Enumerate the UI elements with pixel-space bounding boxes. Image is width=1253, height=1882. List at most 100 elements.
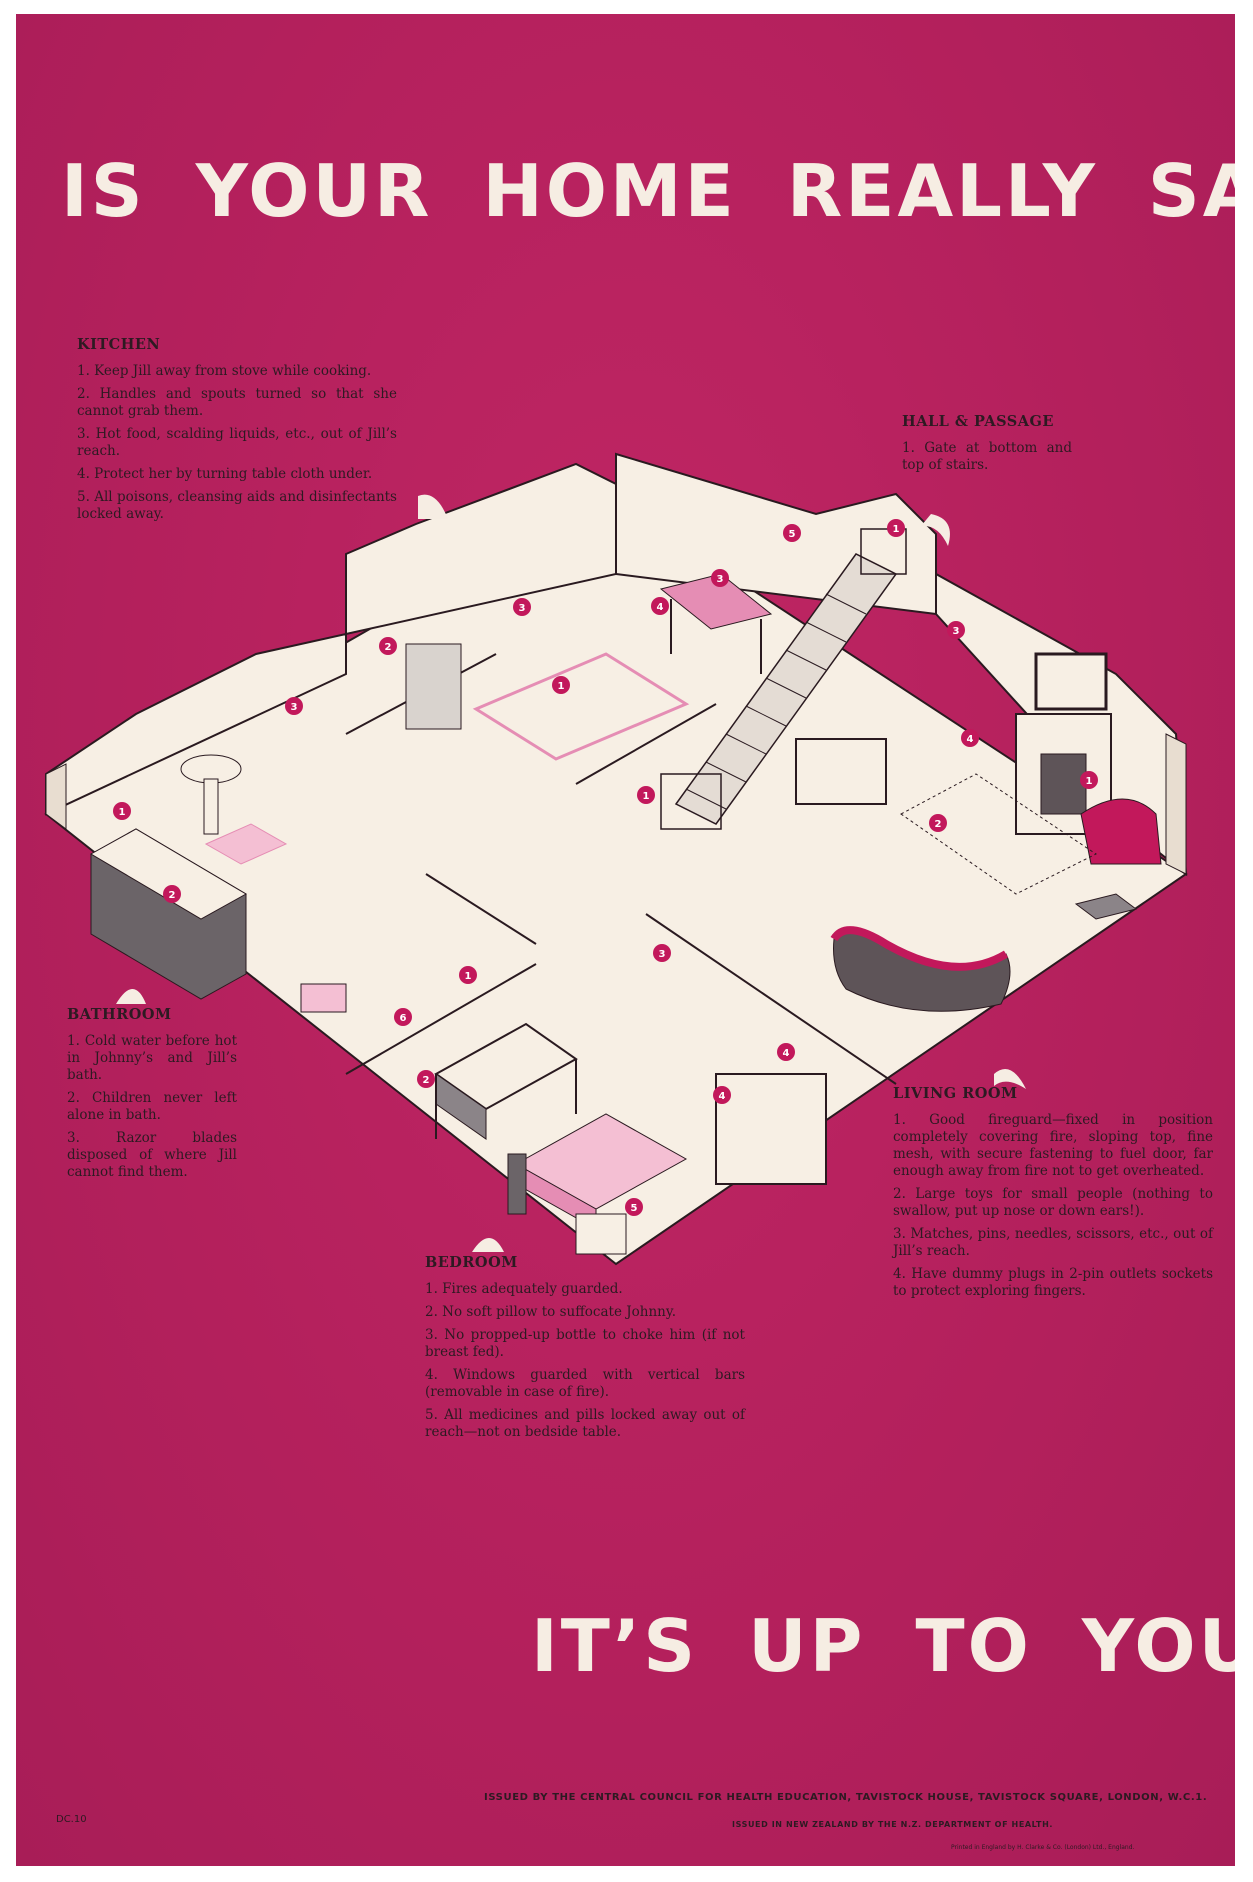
bedroom-legend: BEDROOM 1. Fires adequately guarded. 2. … xyxy=(425,1254,745,1447)
kitchen-rug xyxy=(472,652,690,761)
issued-by-text: ISSUED BY THE CENTRAL COUNCIL FOR HEALTH… xyxy=(484,1792,1208,1803)
list-item: 1. Good fireguard—fixed in position comp… xyxy=(893,1112,1213,1179)
marker: 3 xyxy=(653,944,671,962)
pointer-living xyxy=(994,1069,1026,1089)
pointer-bedroom xyxy=(472,1238,504,1252)
svg-text:4: 4 xyxy=(657,602,664,613)
bathroom-sink xyxy=(180,754,242,835)
bed xyxy=(507,1113,688,1230)
svg-text:2: 2 xyxy=(423,1075,430,1086)
marker: 1 xyxy=(1080,771,1098,789)
svg-text:1: 1 xyxy=(643,791,650,802)
list-item: 1. Fires adequately guarded. xyxy=(425,1281,623,1297)
list-item: 2. No soft pillow to suffocate Johnny. xyxy=(425,1304,676,1320)
pointer-bathroom xyxy=(116,989,146,1004)
marker: 1 xyxy=(887,519,905,537)
stool xyxy=(300,983,347,1013)
coffee-table xyxy=(1074,893,1138,920)
marker: 4 xyxy=(651,597,669,615)
svg-text:3: 3 xyxy=(953,626,960,637)
list-item: 4. Have dummy plugs in 2-pin outlets soc… xyxy=(893,1266,1213,1299)
poster: IS YOUR HOME REALLY SAFE ? xyxy=(16,14,1235,1866)
marker: 1 xyxy=(552,676,570,694)
list-item: 3. No propped-up bottle to choke him (if… xyxy=(425,1327,745,1360)
list-item: 2. Children never left alone in bath. xyxy=(67,1090,237,1123)
armchair xyxy=(1080,798,1162,865)
printer-credit: Printed in England by H. Clarke & Co. (L… xyxy=(951,1844,1135,1851)
svg-text:1: 1 xyxy=(558,681,565,692)
bedside-table xyxy=(575,1213,627,1255)
list-item: 5. All medicines and pills locked away o… xyxy=(425,1407,745,1440)
svg-text:3: 3 xyxy=(519,603,526,614)
wall-picture xyxy=(1034,652,1108,711)
list-item: 3. Matches, pins, needles, scissors, etc… xyxy=(893,1226,1213,1259)
living-rug xyxy=(900,773,1097,895)
svg-text:4: 4 xyxy=(967,734,974,745)
house-illustration: 1 2 3 4 5 1 3 3 3 1 2 1 4 1 2 3 1 6 2 4 … xyxy=(44,452,1188,1266)
kitchen-table xyxy=(659,573,773,674)
kitchen-heading: KITCHEN xyxy=(77,336,161,353)
list-item: 4. Protect her by turning table cloth un… xyxy=(77,466,373,482)
hall-legend: HALL & PASSAGE 1. Gate at bottom and top… xyxy=(902,413,1072,480)
marker: 2 xyxy=(163,885,181,903)
svg-text:5: 5 xyxy=(789,529,796,540)
svg-text:2: 2 xyxy=(935,819,942,830)
marker: 3 xyxy=(285,697,303,715)
marker: 1 xyxy=(637,786,655,804)
list-item: 2. Handles and spouts turned so that she… xyxy=(77,386,397,419)
marker: 3 xyxy=(513,598,531,616)
living-heading: LIVING ROOM xyxy=(893,1085,1018,1102)
list-item: 5. All poisons, cleansing aids and disin… xyxy=(77,489,397,522)
divider-hall xyxy=(575,703,717,785)
kitchen-legend: KITCHEN 1. Keep Jill away from stove whi… xyxy=(77,336,397,529)
marker: 1 xyxy=(459,966,477,984)
marker: 5 xyxy=(625,1198,643,1216)
marker: 4 xyxy=(961,729,979,747)
list-item: 1. Cold water before hot in Johnny’s and… xyxy=(67,1033,237,1083)
list-item: 3. Razor blades disposed of where Jill c… xyxy=(67,1130,237,1180)
svg-text:1: 1 xyxy=(893,524,900,535)
stove xyxy=(405,643,462,730)
bathtub xyxy=(89,828,248,1000)
divider-bedroom xyxy=(345,963,537,1075)
bedroom-heading: BEDROOM xyxy=(425,1254,518,1271)
bath-mat xyxy=(204,823,288,865)
list-item: 3. Hot food, scalding liquids, etc., out… xyxy=(77,426,397,459)
list-item: 1. Gate at bottom and top of stairs. xyxy=(902,440,1072,473)
svg-text:1: 1 xyxy=(119,807,126,818)
svg-text:3: 3 xyxy=(291,702,298,713)
fireguard xyxy=(1040,753,1087,815)
list-item: 2. Large toys for small people (nothing … xyxy=(893,1186,1213,1219)
bedroom-window xyxy=(715,1073,827,1185)
svg-text:4: 4 xyxy=(719,1091,726,1102)
marker: 5 xyxy=(783,524,801,542)
poster-code: DC.10 xyxy=(56,1814,87,1825)
hall-heading: HALL & PASSAGE xyxy=(902,413,1054,430)
marker: 1 xyxy=(113,802,131,820)
list-item: 1. Keep Jill away from stove while cooki… xyxy=(77,363,372,379)
marker: 4 xyxy=(777,1043,795,1061)
marker: 4 xyxy=(713,1086,731,1104)
divider-bath xyxy=(425,873,537,945)
svg-text:4: 4 xyxy=(783,1048,790,1059)
issued-nz-text: ISSUED IN NEW ZEALAND BY THE N.Z. DEPART… xyxy=(732,1820,1054,1829)
marker: 2 xyxy=(417,1070,435,1088)
cot xyxy=(434,1022,578,1140)
divider-living xyxy=(645,913,897,1085)
pointer-hall xyxy=(921,514,950,546)
page-title: IS YOUR HOME REALLY SAFE ? xyxy=(61,149,1235,233)
marker: 3 xyxy=(711,569,729,587)
svg-text:3: 3 xyxy=(659,949,666,960)
svg-text:6: 6 xyxy=(400,1013,407,1024)
marker: 6 xyxy=(394,1008,412,1026)
markers: 1 2 3 4 5 1 3 3 3 1 2 1 4 1 2 3 1 6 2 4 … xyxy=(113,519,1098,1216)
svg-text:1: 1 xyxy=(1086,776,1093,787)
page-subtitle: IT’S UP TO YOU ! xyxy=(531,1604,1235,1688)
brick-edge-right xyxy=(1165,733,1187,875)
pointer-kitchen xyxy=(418,494,448,519)
staircase xyxy=(660,528,907,830)
bathroom-legend: BATHROOM 1. Cold water before hot in Joh… xyxy=(67,1006,237,1187)
living-room-legend: LIVING ROOM 1. Good fireguard—fixed in p… xyxy=(893,1085,1213,1306)
svg-text:3: 3 xyxy=(717,574,724,585)
svg-text:5: 5 xyxy=(631,1203,638,1214)
